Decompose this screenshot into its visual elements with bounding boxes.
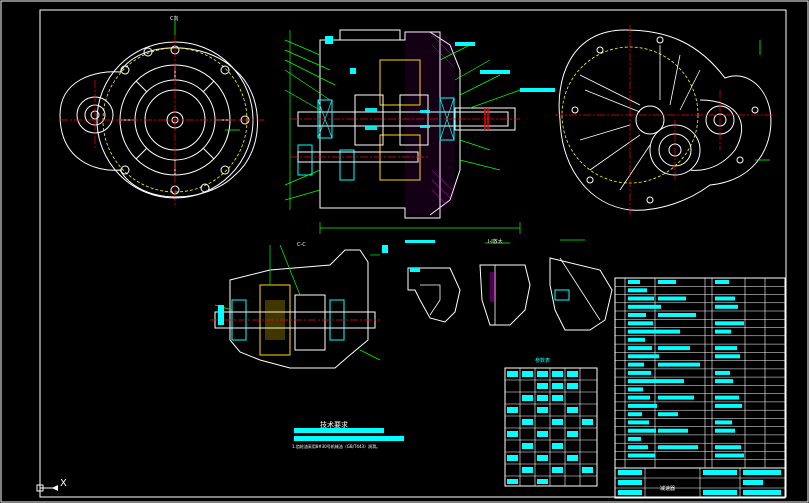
title-block bbox=[614, 277, 786, 499]
drawing-name: 减速器 bbox=[660, 486, 676, 492]
section-label-c-view: C向 bbox=[170, 16, 179, 22]
right-end-view bbox=[555, 25, 775, 215]
ucs-axis-icon bbox=[36, 470, 58, 492]
parameter-table bbox=[504, 367, 598, 487]
parameter-table-title: 参数表 bbox=[535, 358, 551, 364]
ucs-axis-x-label: X bbox=[60, 478, 67, 489]
section-label-cc: C-C bbox=[297, 242, 306, 248]
tech-requirement-bars bbox=[294, 428, 404, 441]
inner-frame bbox=[39, 9, 787, 498]
top-center-section-view bbox=[284, 29, 555, 234]
lower-left-section-view bbox=[210, 244, 388, 369]
left-end-view bbox=[59, 20, 265, 205]
tech-requirements-title: 技术要求 bbox=[320, 421, 348, 429]
detail-views bbox=[405, 239, 613, 331]
section-label-detail: I-I放大 bbox=[488, 239, 503, 245]
tech-requirements-note: 1.齿轮油采用8#30号机械油（GB/T443）润滑。 bbox=[292, 444, 381, 449]
